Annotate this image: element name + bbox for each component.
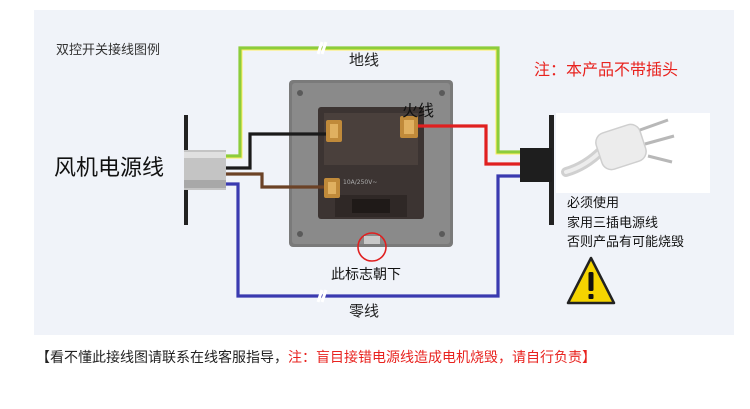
- warning-line-1: 必须使用: [567, 196, 620, 211]
- brown-wire: [225, 172, 328, 189]
- warning-triangle-icon: [566, 256, 616, 305]
- no-plug-note: 注：本产品不带插头: [534, 60, 679, 79]
- orientation-marker-circle: [357, 232, 387, 262]
- diagram-title: 双控开关接线图例: [56, 43, 161, 58]
- marker-orientation-label: 此标志朝下: [331, 267, 401, 283]
- footer-notice: 【看不懂此接线图请联系在线客服指导，注：盲目接错电源线造成电机烧毁，请自行负责】: [36, 351, 596, 365]
- footer-prefix: 【看不懂此接线图请联系在线客服指导，: [36, 350, 288, 366]
- ground-wire-label: 地线: [349, 51, 380, 69]
- footer-alert: 注：盲目接错电源线造成电机烧毁，请自行负责】: [288, 350, 596, 366]
- live-wire-label: 火线: [402, 101, 435, 120]
- switch-rating: 10A/250V~: [343, 179, 377, 186]
- plug-cable: [520, 148, 552, 182]
- fan-cable: [184, 150, 226, 190]
- black-wire: [225, 132, 330, 170]
- terminal-screw-icon: [400, 116, 418, 138]
- terminal-screw-icon: [324, 178, 340, 198]
- neutral-wire-label: 零线: [349, 302, 380, 320]
- ground-wire: [225, 41, 549, 159]
- terminal-screw-icon: [326, 120, 342, 142]
- power-plug-icon: [556, 113, 710, 193]
- live-wire: [410, 124, 549, 166]
- warning-line-3: 否则产品有可能烧毁: [567, 235, 685, 250]
- neutral-wire: [225, 174, 549, 303]
- warning-line-2: 家用三插电源线: [567, 216, 659, 231]
- fan-power-cable-label: 风机电源线: [54, 156, 165, 181]
